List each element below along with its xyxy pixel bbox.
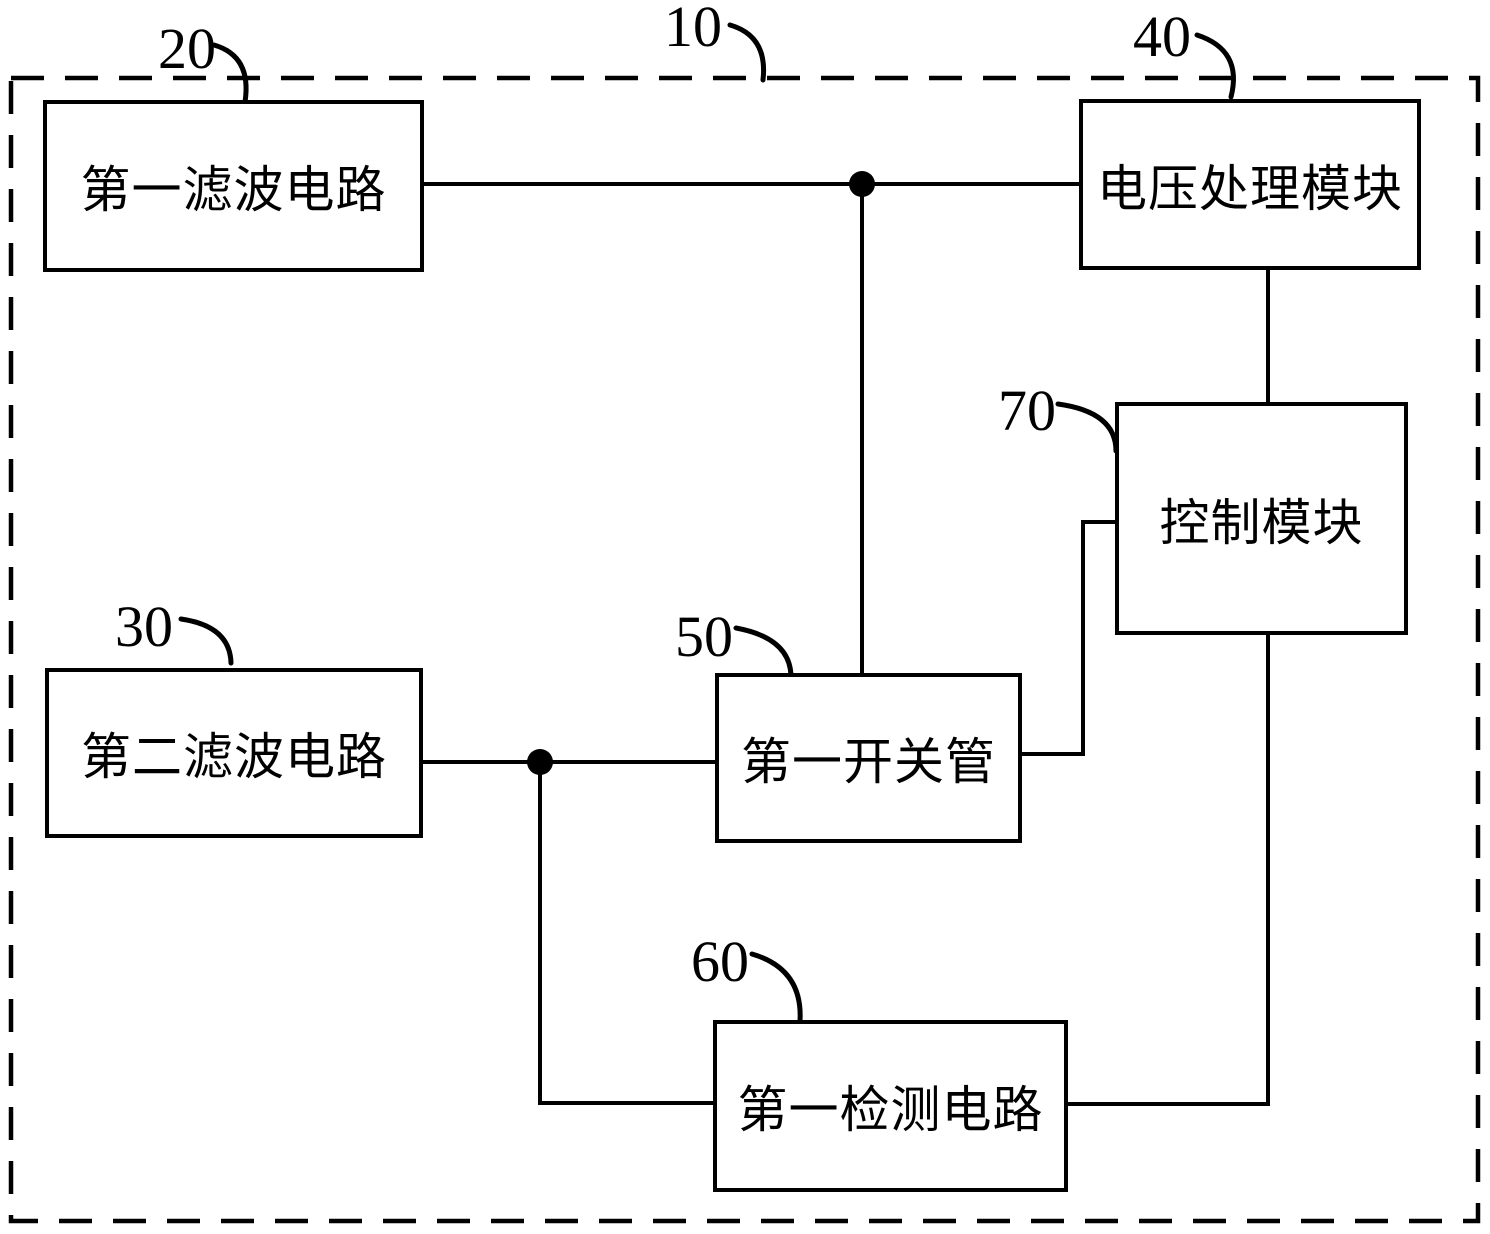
block-second-filter-circuit-label: 第二滤波电路 bbox=[81, 729, 387, 785]
block-control-module-label: 控制模块 bbox=[1159, 494, 1364, 551]
block-second-filter-circuit: 第二滤波电路 bbox=[45, 668, 423, 838]
block-first-detection-circuit-label: 第一检测电路 bbox=[737, 1082, 1044, 1138]
block-first-switch-tube-label: 第一开关管 bbox=[741, 734, 996, 790]
leader-curve-40 bbox=[1194, 32, 1236, 100]
leader-curve-60 bbox=[749, 951, 803, 1024]
ref-label-70: 70 bbox=[998, 378, 1056, 443]
wire-junction2-to-detection-left bbox=[538, 760, 715, 1105]
block-control-module: 控制模块 bbox=[1115, 402, 1408, 635]
ref-label-30: 30 bbox=[115, 594, 173, 659]
block-voltage-processing-module: 电压处理模块 bbox=[1079, 99, 1421, 270]
wire-control-to-detection-right bbox=[1066, 633, 1270, 1106]
block-first-detection-circuit: 第一检测电路 bbox=[713, 1020, 1068, 1192]
ref-label-20: 20 bbox=[158, 16, 216, 81]
ref-label-50: 50 bbox=[675, 604, 733, 669]
ref-label-60: 60 bbox=[691, 929, 749, 994]
connector-lines bbox=[421, 182, 1270, 1106]
leader-curve-20 bbox=[211, 42, 249, 105]
leader-curve-30 bbox=[178, 616, 234, 666]
system-boundary-dashed-box bbox=[8, 75, 1481, 1224]
block-first-filter-circuit-label: 第一滤波电路 bbox=[80, 162, 387, 218]
leader-curve-50 bbox=[733, 625, 794, 679]
junction-dot-middle bbox=[527, 749, 553, 775]
wire-switch-to-control bbox=[1020, 520, 1117, 756]
ref-label-10: 10 bbox=[664, 0, 722, 59]
ref-label-40: 40 bbox=[1133, 4, 1191, 69]
leader-curve-10 bbox=[727, 22, 767, 83]
block-first-filter-circuit: 第一滤波电路 bbox=[43, 100, 424, 272]
block-voltage-processing-module-label: 电压处理模块 bbox=[1097, 160, 1403, 217]
block-first-switch-tube: 第一开关管 bbox=[715, 673, 1022, 843]
leader-curve-70 bbox=[1055, 401, 1119, 454]
junction-dot-top bbox=[849, 171, 875, 197]
